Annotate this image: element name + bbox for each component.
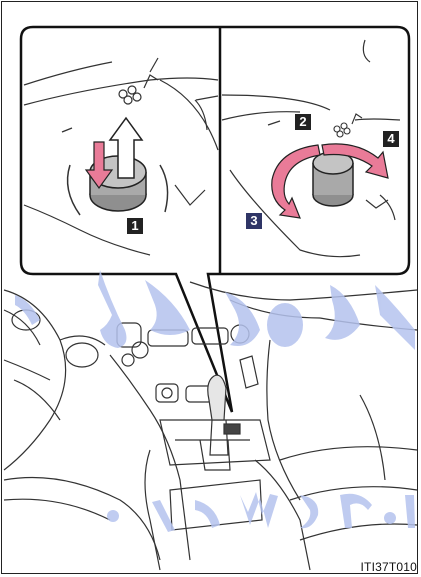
step-2-badge: 2 <box>295 114 311 130</box>
step-4-badge: 4 <box>383 131 399 147</box>
figure-code: ITI37T010 <box>361 560 418 574</box>
step-1-badge: 1 <box>127 218 143 234</box>
knob-right <box>313 152 353 206</box>
step-3-badge: 3 <box>246 213 262 229</box>
callout-frame <box>21 27 409 412</box>
